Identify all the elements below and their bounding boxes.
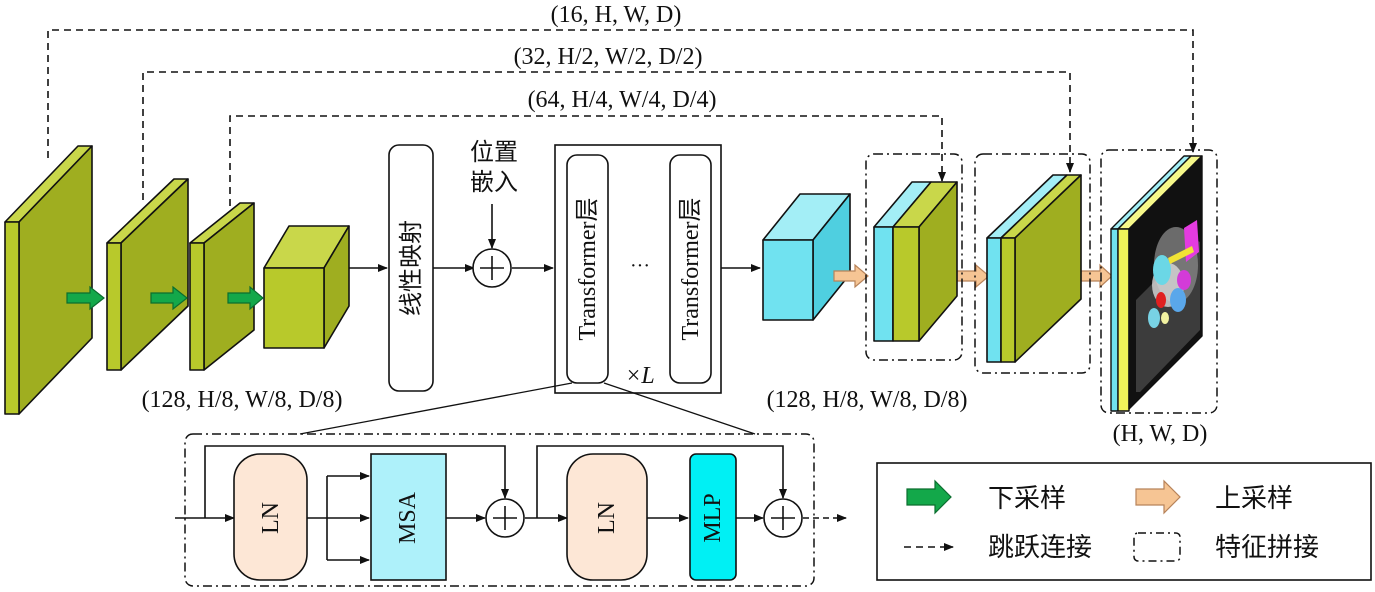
layer-norm-box-1	[233, 453, 308, 581]
add-node-icon	[472, 248, 512, 288]
mlp-label: MLP	[700, 493, 726, 542]
transformer-block-detail-box	[184, 433, 815, 587]
legend-upsample-arrow-icon	[1135, 479, 1181, 515]
downsample-arrow-icon	[66, 285, 105, 311]
feature-concat-box-1	[865, 153, 963, 361]
downsample-arrow-icon	[227, 285, 264, 311]
legend-feature-concat-icon	[1133, 532, 1181, 562]
decoder-block-1	[762, 193, 851, 321]
upsample-arrows	[833, 263, 1113, 289]
residual-add-icon-2	[763, 498, 803, 538]
skip-connections	[47, 29, 1197, 218]
skip-label-top: (16, H, W, D)	[551, 2, 682, 28]
transformer-layer-first-label: Transformer层	[575, 197, 601, 340]
decoder-concat-block-2	[986, 174, 1082, 363]
decoder	[762, 193, 851, 321]
projection-path	[349, 204, 554, 272]
legend-feature-concat-label: 特征拼接	[1215, 533, 1319, 563]
transformer-layer-last	[669, 154, 712, 384]
legend-downsample-label: 下采样	[988, 484, 1066, 514]
skip-connection-middle	[142, 71, 1074, 200]
feature-concat-box-output	[1100, 149, 1218, 414]
legend-skip-connection-label: 跳跃连接	[988, 533, 1092, 563]
legend-upsample-label: 上采样	[1215, 484, 1293, 514]
msa-box	[370, 453, 447, 581]
layer-norm-box-2	[566, 453, 648, 581]
output-shape: (H, W, D)	[1113, 421, 1208, 447]
decoder-concat-block-1	[873, 181, 958, 342]
ct-segmentation-image	[1136, 220, 1200, 392]
skip-connection-top	[47, 29, 1197, 158]
upsample-arrow-icon	[1080, 263, 1113, 289]
skip-connection-inner	[229, 115, 946, 218]
downsample-arrows	[66, 285, 264, 311]
upsample-arrow-icon	[833, 263, 869, 289]
encoder-output-shape: (128, H/8, W/8, D/8)	[142, 387, 343, 413]
zoom-lines	[299, 382, 756, 435]
legend-box	[876, 462, 1372, 581]
mlp-box	[689, 453, 737, 581]
position-embedding-label-line2: 嵌入	[470, 168, 518, 196]
encoder-block-2	[106, 178, 189, 371]
layer-norm-label-1: LN	[258, 502, 284, 534]
downsample-arrow-icon	[150, 285, 188, 311]
position-embedding-label-line1: 位置	[470, 138, 518, 166]
decoder-input-shape: (128, H/8, W/8, D/8)	[767, 387, 968, 413]
encoder	[4, 145, 350, 415]
feature-concat-box-2	[974, 153, 1091, 374]
transformer-ellipsis: ···	[630, 255, 650, 277]
encoder-block-1	[4, 145, 93, 415]
linear-projection-label: 线性映射	[397, 220, 425, 316]
residual-add-icon-1	[485, 498, 525, 538]
legend-downsample-arrow-icon	[906, 479, 952, 515]
transformer-block-connections	[175, 445, 847, 564]
skip-label-inner: (64, H/4, W/4, D/4)	[528, 87, 717, 113]
skip-label-middle: (32, H/2, W/2, D/2)	[514, 44, 703, 70]
layer-norm-label-2: LN	[594, 502, 620, 534]
transformer-layer-first	[566, 154, 609, 384]
transformer-layer-last-label: Transformer层	[678, 197, 704, 340]
encoder-block-3	[189, 202, 255, 371]
encoder-block-4	[263, 225, 350, 349]
msa-label: MSA	[395, 491, 421, 544]
transformer-repeat-label: ×L	[625, 363, 655, 389]
linear-projection-box	[388, 144, 434, 392]
upsample-arrow-icon	[956, 263, 990, 289]
